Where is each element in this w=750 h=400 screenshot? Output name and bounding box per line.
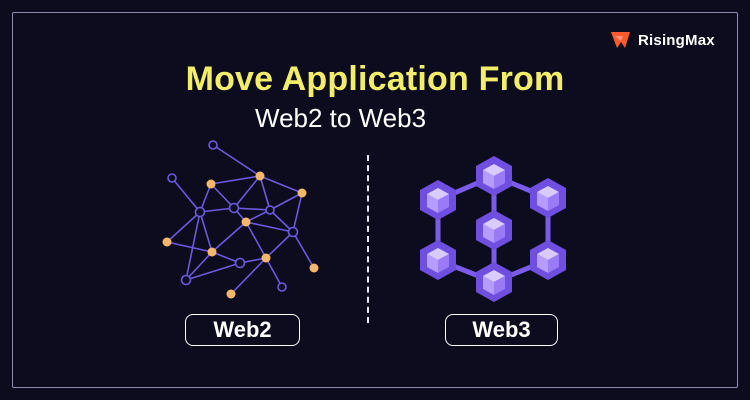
web2-label: Web2: [185, 314, 300, 346]
banner-border: [12, 12, 738, 388]
brand-logo: RisingMax: [610, 30, 715, 50]
page-subtitle: Web2 to Web3: [255, 103, 427, 133]
logo-icon: [611, 32, 630, 48]
web3-label: Web3: [445, 314, 558, 346]
page-title: Move Application From: [185, 60, 565, 98]
brand-name: RisingMax: [638, 31, 715, 49]
divider: [367, 155, 369, 323]
